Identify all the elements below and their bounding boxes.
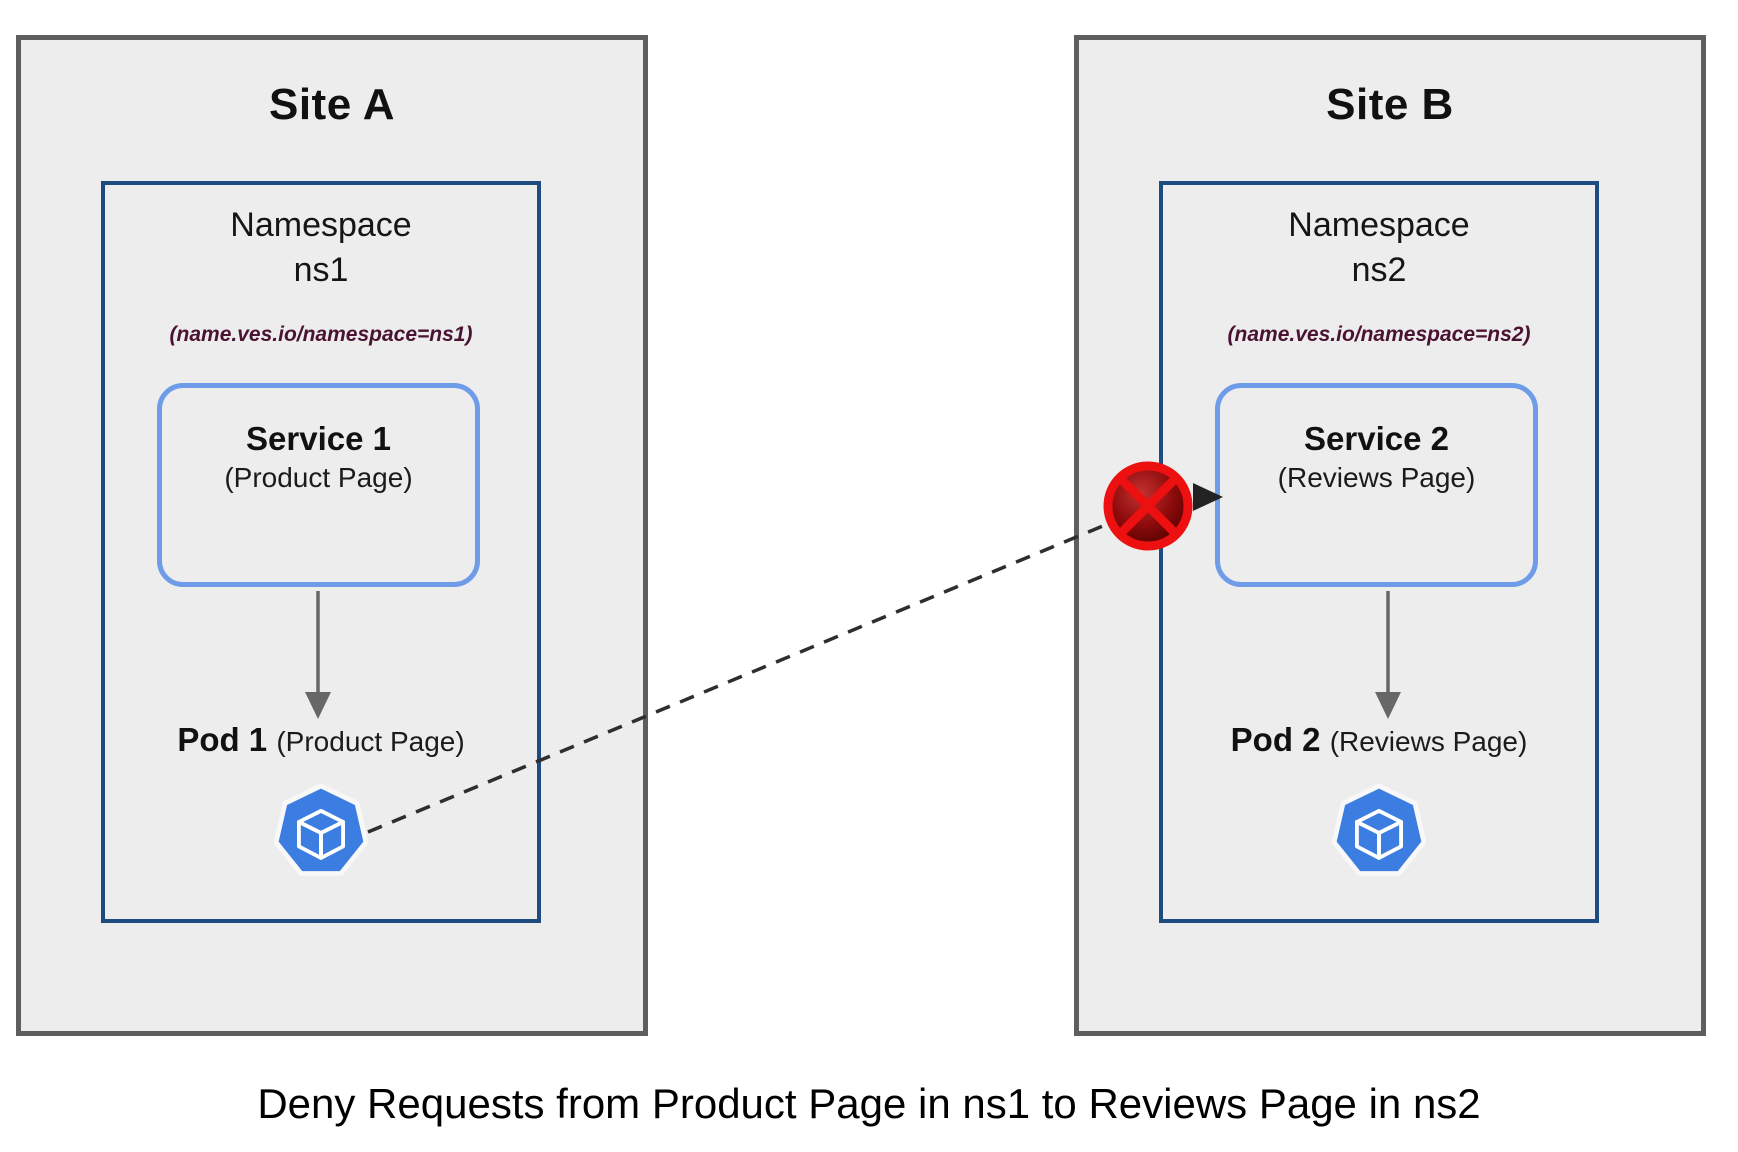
service-2-box: Service 2 (Reviews Page) [1215, 383, 1538, 587]
diagram-caption: Deny Requests from Product Page in ns1 t… [257, 1080, 1481, 1127]
namespace-ns2-title: Namespace ns2 [1163, 203, 1595, 293]
site-a-title: Site A [268, 80, 396, 129]
namespace-ns2-selector-label: (name.ves.io/namespace=ns2) [1227, 323, 1531, 346]
pod-heptagon [1331, 783, 1427, 876]
namespace-ns2-box: Namespace ns2 (name.ves.io/namespace=ns2… [1159, 181, 1599, 923]
kubernetes-pod-icon [273, 782, 369, 882]
pod-heptagon [273, 783, 369, 876]
namespace-ns1-selector-label: (name.ves.io/namespace=ns1) [169, 323, 473, 346]
site-a-box: Site A Namespace ns1 (name.ves.io/namesp… [16, 35, 648, 1036]
namespace-ns1-box: Namespace ns1 (name.ves.io/namespace=ns1… [101, 181, 541, 923]
service-1-box: Service 1 (Product Page) [157, 383, 480, 587]
cube-right-face [1377, 820, 1403, 860]
pod-2-name: Pod 2 [1230, 721, 1330, 758]
namespace-ns2-title-line1: Namespace [1288, 206, 1470, 244]
namespace-ns1-title: Namespace ns1 [105, 203, 537, 293]
service-2-name: Service 2 [1304, 420, 1449, 457]
pod-2-label: Pod 2 (Reviews Page) [1163, 721, 1595, 759]
service-1-name: Service 1 [246, 420, 391, 457]
cube-right-face [319, 820, 345, 860]
namespace-ns2-title-line2: ns2 [1351, 251, 1407, 289]
service-2-subtitle: (Reviews Page) [1277, 462, 1476, 493]
kubernetes-pod-icon-svg [273, 783, 369, 876]
kubernetes-pod-icon [1331, 782, 1427, 882]
kubernetes-pod-icon-svg [1331, 783, 1427, 876]
site-b-box: Site B Namespace ns2 (name.ves.io/namesp… [1074, 35, 1706, 1036]
site-b-title: Site B [1326, 80, 1454, 129]
namespace-ns1-title-line1: Namespace [230, 206, 412, 244]
pod-1-subtitle: (Product Page) [276, 726, 465, 757]
pod-1-label: Pod 1 (Product Page) [105, 721, 537, 759]
namespace-ns1-title-line2: ns1 [293, 251, 349, 289]
pod-1-name: Pod 1 [177, 721, 277, 758]
service-1-subtitle: (Product Page) [224, 462, 413, 493]
pod-2-subtitle: (Reviews Page) [1329, 726, 1528, 757]
